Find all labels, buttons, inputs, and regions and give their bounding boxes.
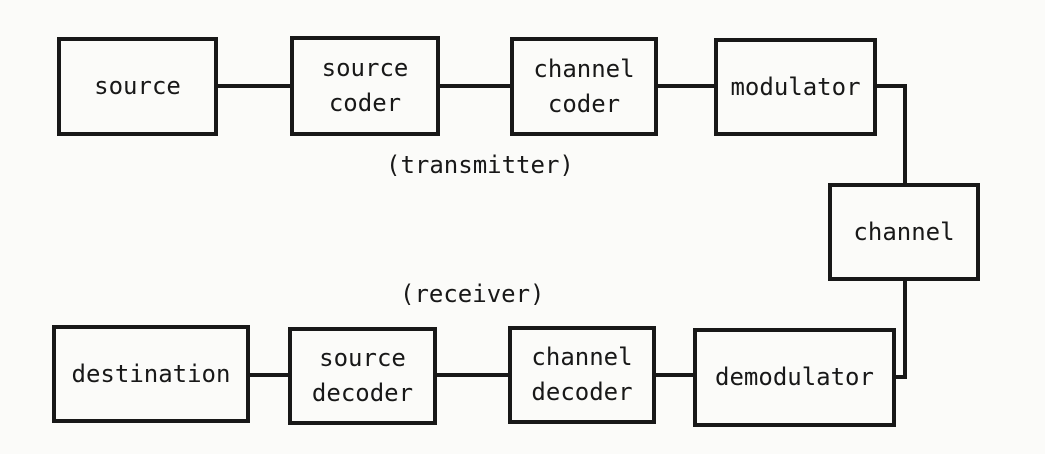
block-destination: destination bbox=[52, 325, 250, 423]
block-source-decoder-label: source decoder bbox=[311, 344, 414, 407]
transmitter-group-label: (transmitter) bbox=[386, 151, 574, 179]
block-channel-decoder-label: channel decoder bbox=[531, 343, 633, 406]
block-source-coder-label: source coder bbox=[321, 54, 409, 117]
block-modulator-label: modulator bbox=[730, 72, 861, 101]
connector-channel-decoder-to-source-decoder bbox=[435, 373, 510, 377]
block-destination-label: destination bbox=[71, 359, 231, 388]
block-source-label: source bbox=[94, 72, 181, 101]
block-channel-coder: channel coder bbox=[510, 37, 658, 136]
connector-channel-to-demodulator-vertical bbox=[903, 278, 907, 379]
connector-modulator-to-channel-vertical bbox=[903, 84, 907, 186]
connector-source-to-source-coder bbox=[215, 84, 293, 88]
connector-source-decoder-to-destination bbox=[248, 373, 290, 377]
block-channel-decoder: channel decoder bbox=[508, 326, 656, 424]
block-source-coder: source coder bbox=[290, 36, 440, 136]
connector-modulator-to-channel-horizontal bbox=[874, 84, 907, 88]
block-demodulator-label: demodulator bbox=[715, 363, 874, 392]
receiver-group-label: (receiver) bbox=[400, 280, 545, 308]
block-channel-coder-label: channel coder bbox=[533, 54, 635, 118]
block-demodulator: demodulator bbox=[693, 328, 896, 427]
connector-source-coder-to-channel-coder bbox=[437, 84, 513, 88]
block-modulator: modulator bbox=[714, 38, 877, 136]
block-source: source bbox=[57, 37, 218, 136]
connector-channel-coder-to-modulator bbox=[655, 84, 717, 88]
block-channel-label: channel bbox=[853, 217, 955, 246]
connector-demodulator-to-channel-decoder bbox=[654, 373, 695, 377]
connector-channel-to-demodulator-horizontal bbox=[893, 375, 907, 379]
block-source-decoder: source decoder bbox=[288, 327, 437, 425]
block-channel: channel bbox=[828, 183, 980, 281]
